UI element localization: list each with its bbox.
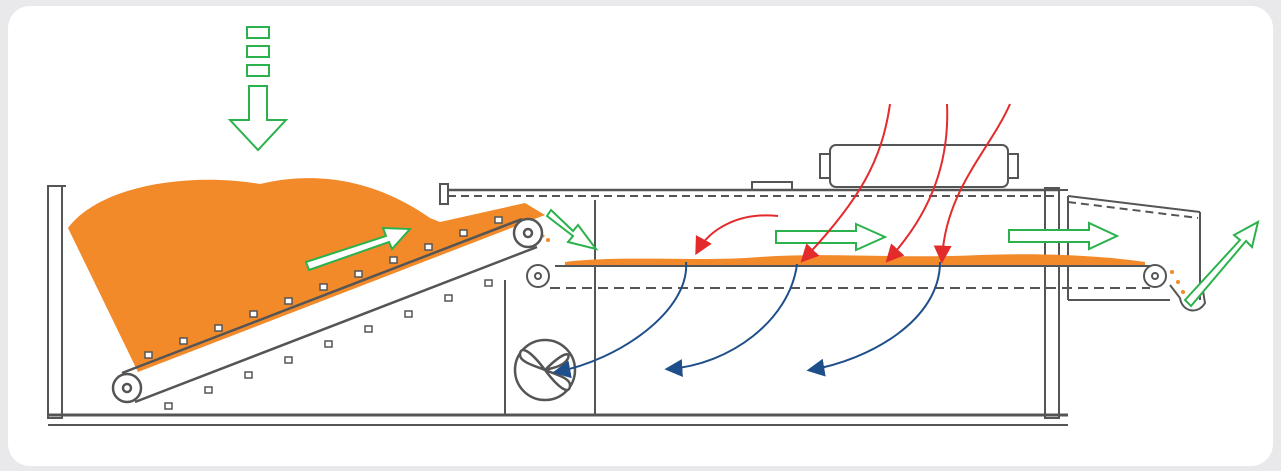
fan-icon bbox=[513, 338, 577, 402]
discharge-arrow-icon bbox=[1183, 220, 1260, 308]
inclined-conveyor bbox=[111, 217, 544, 404]
belt-direction-arrow-2-icon bbox=[1008, 221, 1120, 251]
infeed-arrow-icon bbox=[227, 26, 289, 152]
drying-belt bbox=[526, 254, 1207, 312]
belt-direction-arrow-1-icon bbox=[775, 222, 888, 252]
product-pile bbox=[68, 178, 545, 372]
hot-air-arrows bbox=[695, 103, 1011, 264]
exhaust-air-arrows bbox=[552, 261, 941, 379]
top-heater-unit bbox=[751, 144, 1019, 191]
conveyor-direction-arrow-icon bbox=[304, 226, 413, 272]
conveyor-cleats bbox=[144, 216, 503, 410]
transfer-arrow-icon bbox=[545, 208, 599, 251]
